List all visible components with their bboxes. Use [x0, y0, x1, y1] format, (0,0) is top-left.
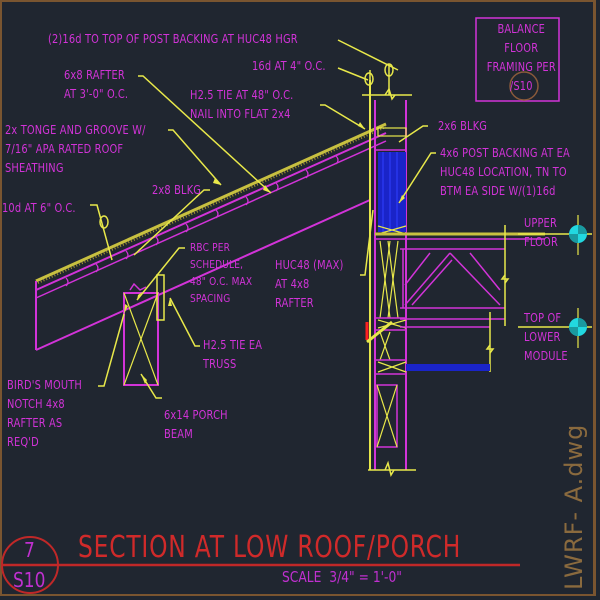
- note-post-backing: 4x6 POST BACKING AT EA HUC48 LOCATION, T…: [440, 144, 570, 201]
- note-line: NOTCH 4x8: [7, 397, 65, 411]
- note-line: /S10: [509, 79, 533, 93]
- tongue-groove-ticks: [65, 155, 339, 287]
- note-line: SCHEDULE,: [190, 258, 244, 271]
- note-10d-nailing: 10d AT 6" O.C.: [2, 201, 76, 215]
- note-line: HUC48 (MAX): [275, 258, 344, 272]
- level-label-line: TOP OF: [524, 311, 562, 325]
- lower-floor-blocking: [406, 364, 490, 371]
- level-label-line: LOWER: [524, 330, 561, 344]
- note-line: REQ'D: [7, 435, 39, 449]
- wall-section: [362, 65, 545, 477]
- note-line: BIRD'S MOUTH: [7, 378, 82, 392]
- floor-truss: [400, 248, 505, 328]
- balance-floor-note-box: [475, 17, 560, 102]
- level-marker-upper-floor[interactable]: [518, 215, 592, 255]
- note-line: AT 3'-0" O.C.: [64, 87, 129, 101]
- note-rbc: RBC PER SCHEDULE, 48" O.C. MAX SPACING: [190, 239, 252, 307]
- file-name: LWRF- A.dwg: [560, 423, 588, 590]
- note-line: 4x6 POST BACKING AT EA: [440, 146, 570, 160]
- level-label-lower-module: TOP OF LOWER MODULE: [524, 309, 568, 366]
- note-line: RAFTER: [275, 296, 314, 310]
- note-line: BEAM: [164, 427, 193, 441]
- note-2x6-blkg: 2x6 BLKG: [438, 119, 488, 133]
- rafter-mid-line: [35, 140, 387, 299]
- note-balance-floor: BALANCE FLOOR FRAMING PER /S10: [486, 20, 557, 96]
- note-line: RBC PER: [190, 241, 231, 254]
- note-line: 6x14 PORCH: [164, 408, 228, 422]
- roof-assembly: [35, 122, 387, 351]
- note-line: BALANCE: [497, 22, 546, 36]
- post-backing-fill: [378, 152, 406, 232]
- nail-callout-circles: [99, 63, 394, 229]
- sheathing-top-line: [35, 122, 387, 283]
- level-label-upper-floor: UPPER FLOOR: [524, 214, 558, 252]
- detail-sheet: S10: [13, 568, 46, 592]
- level-label-line: MODULE: [524, 349, 568, 363]
- note-h25-tie: H2.5 TIE AT 48" O.C. NAIL INTO FLAT 2x4: [190, 86, 293, 124]
- note-line: TRUSS: [203, 357, 237, 371]
- note-line: BTM EA SIDE W/(1)16d: [440, 184, 556, 198]
- note-birds-mouth: BIRD'S MOUTH NOTCH 4x8 RAFTER AS REQ'D: [7, 376, 82, 452]
- leader-arrowheads: [124, 122, 405, 384]
- break-lines: [485, 225, 510, 372]
- note-hgr-nailing: (2)16d TO TOP OF POST BACKING AT HUC48 H…: [48, 32, 298, 46]
- sheathing-hatch: [37, 126, 387, 284]
- note-line: 6x8 RAFTER: [64, 68, 125, 82]
- note-line: 7/16" APA RATED ROOF: [5, 142, 124, 156]
- note-line: 2x TONGE AND GROOVE W/: [5, 123, 146, 137]
- note-line: 48" O.C. MAX: [190, 275, 253, 288]
- note-line: H2.5 TIE EA: [203, 338, 263, 352]
- note-line: H2.5 TIE AT 48" O.C.: [190, 88, 294, 102]
- note-porch-beam: 6x14 PORCH BEAM: [164, 406, 228, 444]
- note-2x8-blkg: 2x8 BLKG: [152, 183, 202, 197]
- note-line: NAIL INTO FLAT 2x4: [190, 107, 291, 121]
- note-16d-nailing: 16d AT 4" O.C.: [252, 59, 326, 73]
- level-label-line: FLOOR: [524, 235, 558, 249]
- note-line: SHEATHING: [5, 161, 64, 175]
- note-rafter: 6x8 RAFTER AT 3'-0" O.C.: [64, 66, 128, 104]
- note-line: RAFTER AS: [7, 416, 63, 430]
- drawing-scale: SCALE 3/4" = 1'-0": [282, 568, 402, 586]
- note-h25-truss: H2.5 TIE EA TRUSS: [203, 336, 262, 374]
- detail-reference-circle: [509, 71, 539, 101]
- drawing-title: SECTION AT LOW ROOF/PORCH: [78, 530, 462, 565]
- note-huc48: HUC48 (MAX) AT 4x8 RAFTER: [275, 256, 344, 313]
- note-sheathing: 2x TONGE AND GROOVE W/ 7/16" APA RATED R…: [5, 121, 146, 178]
- detail-number: 7: [24, 538, 35, 562]
- note-line: HUC48 LOCATION, TN TO: [440, 165, 567, 179]
- note-line: FLOOR: [504, 41, 539, 55]
- level-label-line: UPPER: [524, 216, 557, 230]
- note-line: SPACING: [190, 292, 231, 305]
- rafter-bottom-line: [35, 199, 371, 351]
- rafter-top-line: [35, 132, 387, 291]
- note-line: FRAMING PER: [486, 60, 556, 74]
- note-line: AT 4x8: [275, 277, 310, 291]
- level-marker-lower-module[interactable]: [518, 308, 592, 348]
